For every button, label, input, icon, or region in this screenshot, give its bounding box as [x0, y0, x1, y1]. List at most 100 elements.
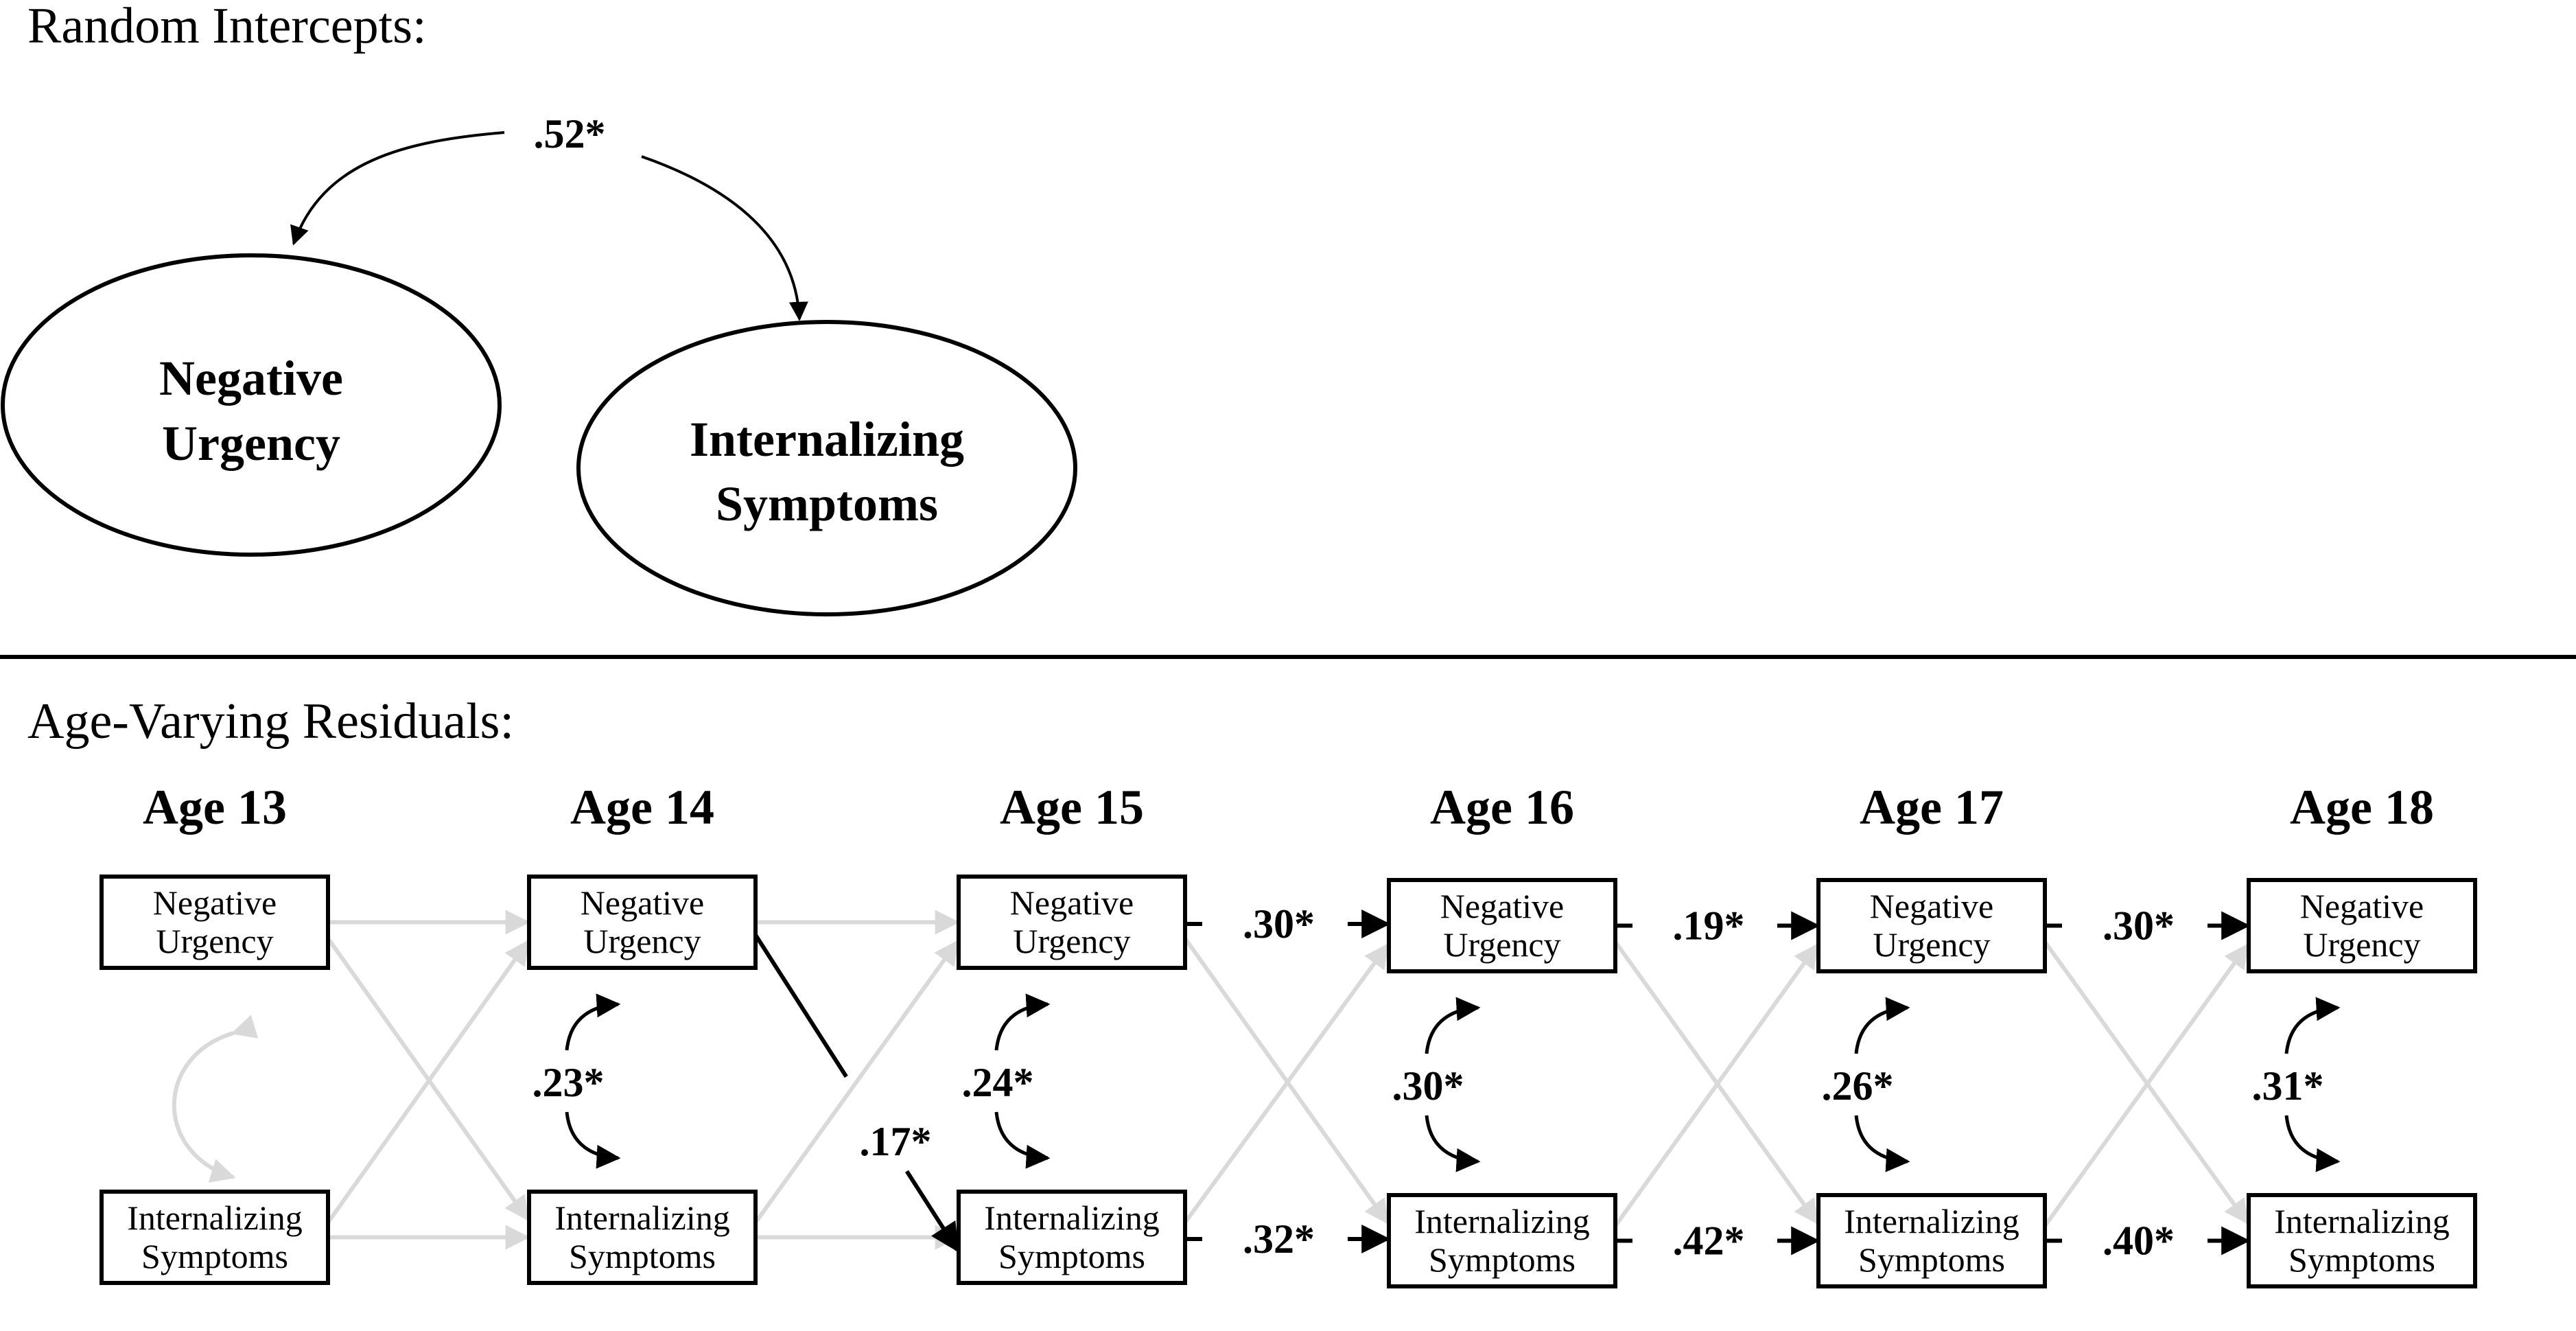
age-header-13: Age 13 — [143, 780, 287, 835]
box-rect — [1816, 878, 2047, 973]
age-header-18: Age 18 — [2290, 780, 2434, 835]
intercept-internalizing-symptoms: Internalizing Symptoms — [576, 320, 1077, 616]
age-header-15: Age 15 — [1000, 780, 1144, 835]
nu-autoregressive-label-16-17: .19* — [1673, 903, 1745, 949]
ellipse-nu-line1: Negative — [159, 351, 343, 406]
nu-autoregressive-label-15-16: .30* — [1243, 901, 1315, 947]
box-rect — [527, 1190, 758, 1285]
box-rect — [99, 875, 330, 970]
box-label-line2: Urgency — [1873, 925, 1990, 964]
box-rect — [957, 875, 1187, 970]
covariance-arrow-right — [641, 155, 808, 321]
box-label-line1: Internalizing — [1414, 1202, 1589, 1240]
is-to-nu-path-14-15 — [753, 940, 959, 1224]
covariance-arrow-down-age-14 — [565, 1111, 621, 1169]
box-rect — [957, 1190, 1187, 1285]
within-age-correlation-age-14: .23* — [532, 1060, 605, 1105]
covariance-arrow-up-age-18 — [2284, 997, 2341, 1054]
covariance-arrow-up-age-16 — [1425, 997, 1481, 1054]
nu-autoregressive-label-17-18: .30* — [2103, 903, 2175, 949]
within-age-correlation-age-18: .31* — [2252, 1063, 2324, 1109]
covariance-arrow-down-age-18 — [2284, 1115, 2341, 1172]
ellipse-is-line2: Symptoms — [716, 476, 938, 531]
is-to-nu-path-17-18 — [2043, 943, 2249, 1227]
ellipse-is-line1: Internalizing — [690, 412, 964, 467]
within-age-covariance-age-13 — [172, 1015, 259, 1183]
cross-lagged-nu14-is15-segment — [753, 934, 848, 1078]
box-label-line1: Negative — [2300, 887, 2424, 925]
box-label-line2: Symptoms — [1429, 1240, 1576, 1279]
nonsignificant-paths — [172, 910, 2249, 1250]
box-rect — [1387, 878, 1617, 973]
box-label-line2: Symptoms — [1858, 1240, 2005, 1279]
box-label-line1: Negative — [1440, 887, 1564, 925]
is-autoregressive-label-17-18: .40* — [2103, 1218, 2175, 1264]
covariance-arrow-down-age-15 — [994, 1111, 1051, 1169]
box-rect — [99, 1190, 330, 1285]
box-rect — [527, 875, 758, 970]
covariance-arrow-down-age-16 — [1425, 1115, 1481, 1172]
box-label-line2: Urgency — [1443, 925, 1560, 964]
box-label-line1: Negative — [1870, 887, 1993, 925]
box-label-line1: Internalizing — [984, 1199, 1159, 1237]
is-autoregressive-label-16-17: .42* — [1673, 1218, 1745, 1264]
covariance-arrow-left — [290, 131, 505, 246]
box-label-line2: Urgency — [1013, 922, 1130, 960]
is-to-nu-path-13-14 — [326, 940, 530, 1224]
box-label-line2: Symptoms — [998, 1237, 1145, 1275]
ellipse-negative-urgency — [1, 253, 502, 557]
box-label-line1: Negative — [581, 883, 704, 922]
random-intercepts-title: Random Intercepts: — [27, 0, 427, 54]
intercept-negative-urgency: Negative Urgency — [1, 253, 502, 557]
intercept-covariance-label: .52* — [534, 111, 606, 157]
box-rect — [1387, 1193, 1617, 1288]
within-age-correlation-age-17: .26* — [1822, 1063, 1894, 1109]
box-label-line2: Urgency — [2303, 925, 2420, 964]
cross-lagged-nu14-is15-arrow — [904, 1170, 959, 1253]
box-label-line2: Symptoms — [2288, 1240, 2435, 1279]
box-label-line2: Symptoms — [569, 1237, 716, 1275]
box-label-line1: Internalizing — [1844, 1202, 2019, 1240]
ellipse-nu-line2: Urgency — [162, 416, 340, 471]
cross-lagged-label-nu14-is15: .17* — [860, 1119, 932, 1164]
age-header-14: Age 14 — [570, 780, 714, 835]
covariance-arrow-up-age-17 — [1854, 997, 1910, 1054]
box-rect — [2247, 1193, 2477, 1288]
is-to-nu-path-16-17 — [1613, 943, 1819, 1227]
covariance-arrow-down-age-17 — [1854, 1115, 1910, 1172]
box-label-line1: Internalizing — [127, 1199, 302, 1237]
box-rect — [2247, 878, 2477, 973]
box-rect — [1816, 1193, 2047, 1288]
box-label-line2: Urgency — [156, 922, 273, 960]
covariance-arrow-up-age-15 — [994, 993, 1051, 1051]
box-label-line1: Internalizing — [2274, 1202, 2449, 1240]
box-label-line2: Symptoms — [141, 1237, 288, 1275]
box-label-line1: Negative — [1010, 883, 1134, 922]
significant-paths — [565, 910, 2341, 1255]
box-label-line1: Negative — [153, 883, 277, 922]
observed-boxes: NegativeUrgencyInternalizingSymptomsNega… — [99, 875, 2477, 1288]
is-autoregressive-label-15-16: .32* — [1243, 1216, 1315, 1262]
coefficient-labels: .23* .24* .30* .26* .31* .30* .32* .19* .42* .30*… — [532, 901, 2324, 1264]
age-header-17: Age 17 — [1860, 780, 2004, 835]
covariance-arrow-up-age-14 — [565, 993, 621, 1051]
within-age-correlation-age-15: .24* — [962, 1060, 1034, 1105]
box-label-line1: Internalizing — [554, 1199, 729, 1237]
box-label-line2: Urgency — [583, 922, 701, 960]
is-to-nu-path-15-16 — [1183, 943, 1390, 1224]
within-age-correlation-age-16: .30* — [1392, 1063, 1464, 1109]
ellipse-internalizing-symptoms — [576, 320, 1077, 616]
